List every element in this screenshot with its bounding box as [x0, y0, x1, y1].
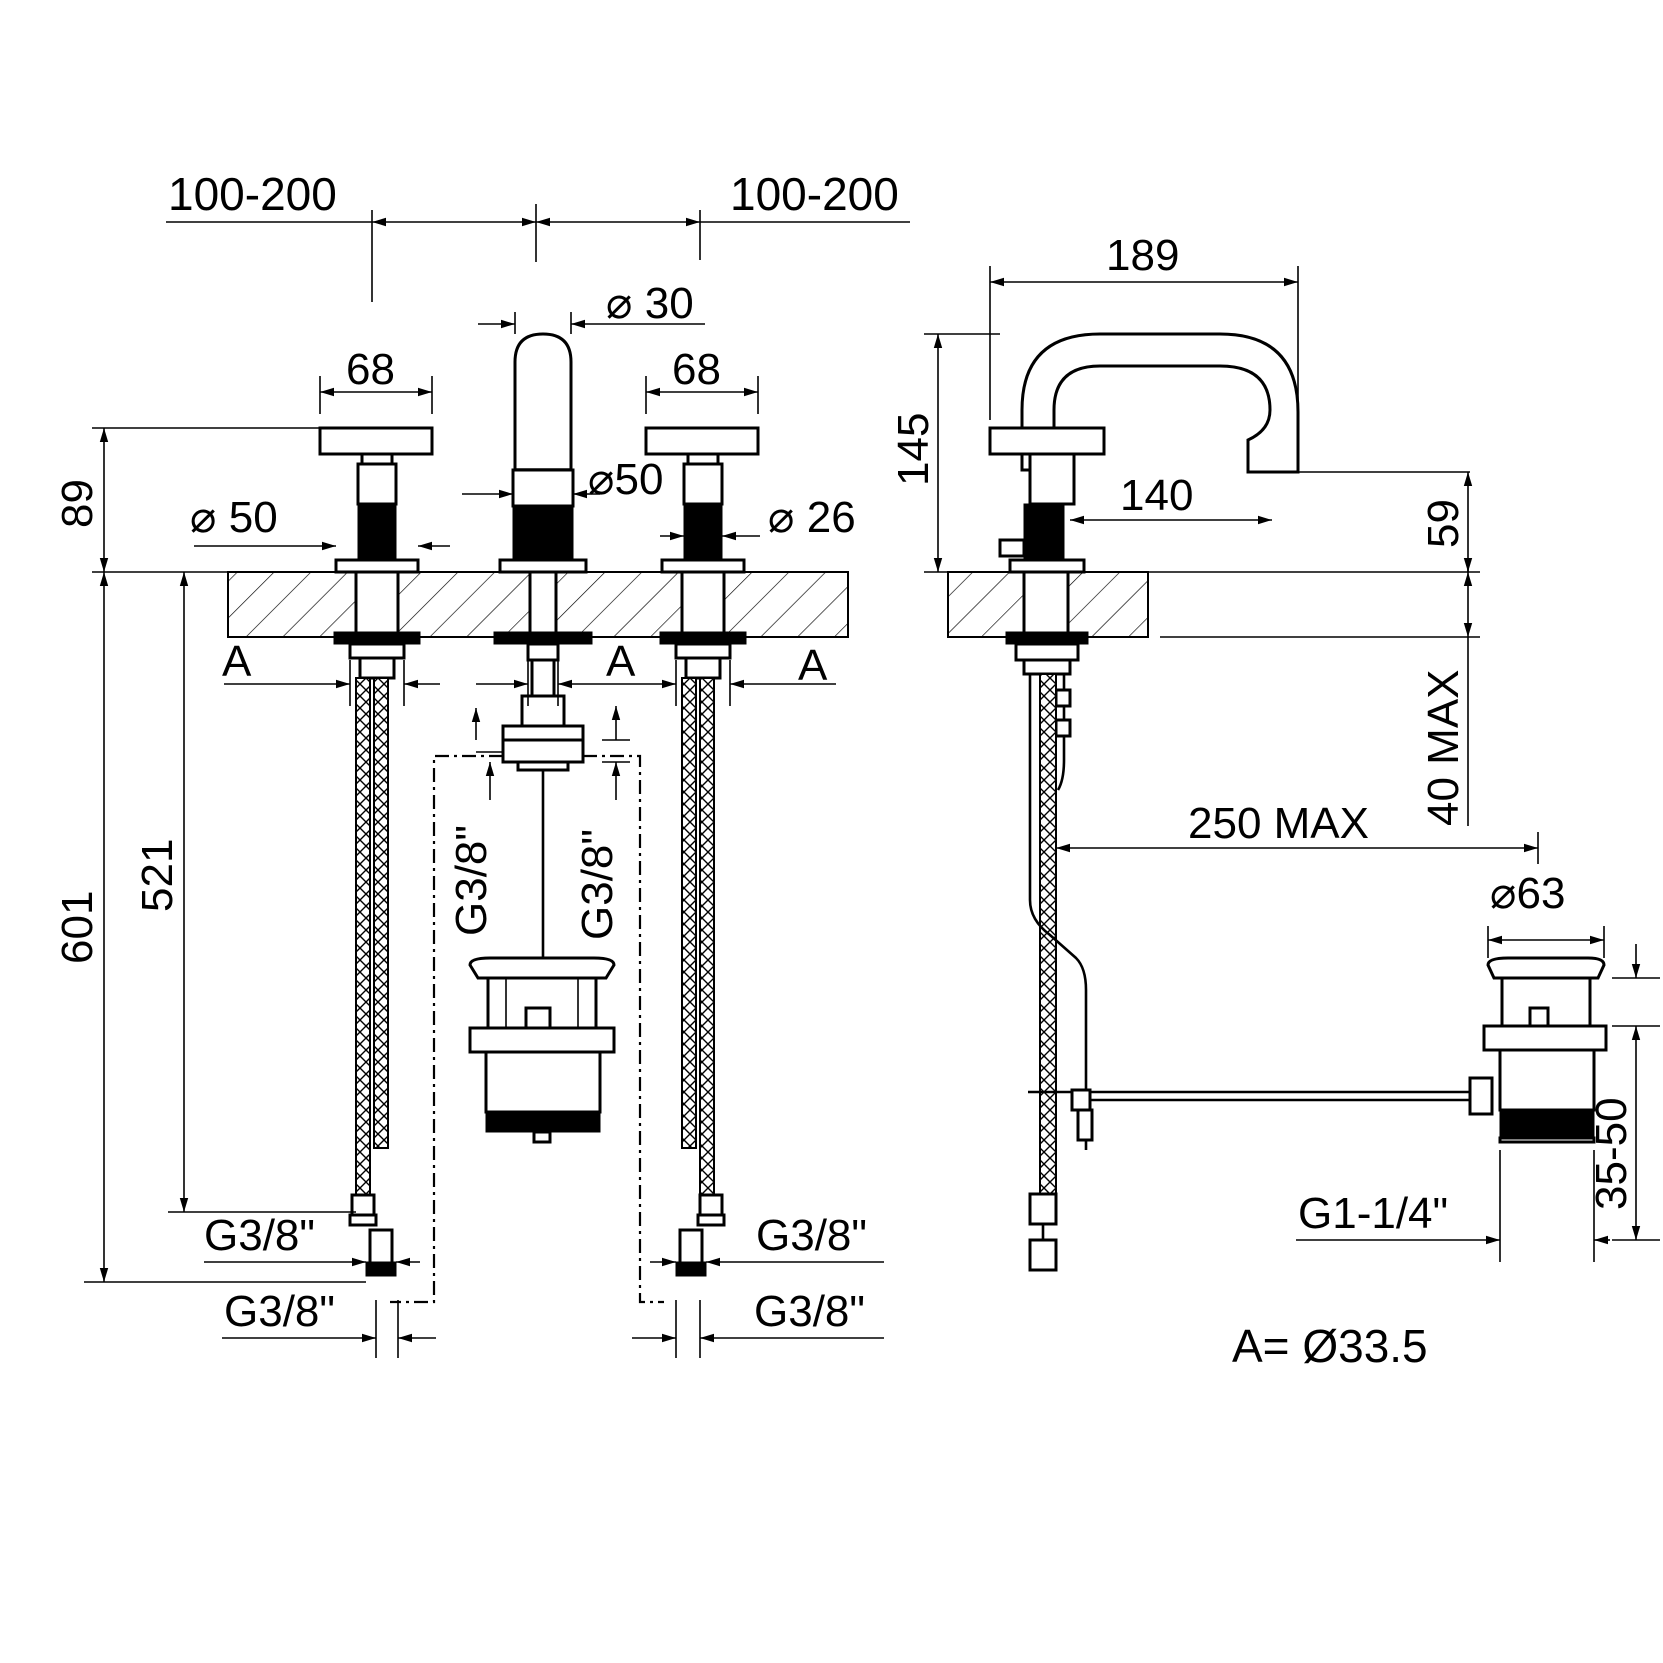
label-spout-reach: 189 — [1106, 231, 1179, 280]
hose-left-b — [373, 677, 389, 1149]
hose-left-a — [355, 677, 371, 1199]
label-spout-height: 145 — [889, 413, 938, 486]
label-handle-width-right: 68 — [672, 345, 721, 394]
hose-right-b — [699, 677, 715, 1199]
label-waste-thread: G1-1/4" — [1298, 1189, 1448, 1238]
hose-right-a — [681, 677, 697, 1149]
label-waste-diameter: ⌀63 — [1490, 869, 1565, 918]
label-base-diameter-left: ⌀ 50 — [190, 493, 278, 542]
label-deck-thickness: 40 MAX — [1419, 669, 1468, 826]
label-spout-projection: 140 — [1120, 471, 1193, 520]
diameter-symbol-icon: ⌀ — [190, 493, 229, 542]
diameter-symbol-icon: ⌀ — [768, 493, 807, 542]
front-view — [84, 204, 910, 1358]
label-hole-note: A= Ø33.5 — [1232, 1320, 1428, 1372]
label-handle-height: 89 — [53, 479, 102, 528]
right-valve — [644, 426, 760, 1277]
diameter-symbol-icon: ⌀ — [588, 455, 615, 504]
label-stem-diameter: ⌀ 26 — [768, 493, 856, 542]
label-connection-center-right: G3/8" — [573, 829, 622, 940]
diameter-symbol-icon: ⌀ — [1490, 869, 1517, 918]
label-inlet-left-lower: G3/8" — [224, 1287, 335, 1336]
label-waste-adjust: 35-50 — [1587, 1097, 1636, 1210]
label-total-length: 601 — [53, 891, 102, 964]
label-handle-width-left: 68 — [346, 345, 395, 394]
label-front-spacing-right: 100-200 — [730, 168, 899, 220]
label-hole-center: A — [606, 637, 636, 686]
label-front-spacing-left: 100-200 — [168, 168, 337, 220]
label-inlet-left-upper: G3/8" — [204, 1211, 315, 1260]
label-drain-rod-length: 250 MAX — [1188, 799, 1369, 848]
label-inlet-right-upper: G3/8" — [756, 1211, 867, 1260]
label-spout-outlet-height: 59 — [1419, 499, 1468, 548]
label-spout-diameter-top: ⌀ 30 — [606, 279, 694, 328]
diameter-symbol-icon: ⌀ — [606, 279, 645, 328]
label-base-diameter-spout: ⌀50 — [588, 455, 663, 504]
label-hole-left: A — [222, 637, 252, 686]
label-hose-length: 521 — [133, 839, 182, 912]
label-hole-right: A — [798, 641, 828, 690]
dimension-labels: 100-200 100-200 ⌀ 30 68 68 89 ⌀ 50 ⌀50 ⌀… — [53, 168, 1636, 1372]
center-spout — [468, 332, 616, 1144]
side-view — [924, 266, 1660, 1272]
left-valve — [318, 426, 434, 1277]
label-inlet-right-lower: G3/8" — [754, 1287, 865, 1336]
label-connection-center-left: G3/8" — [447, 825, 496, 936]
